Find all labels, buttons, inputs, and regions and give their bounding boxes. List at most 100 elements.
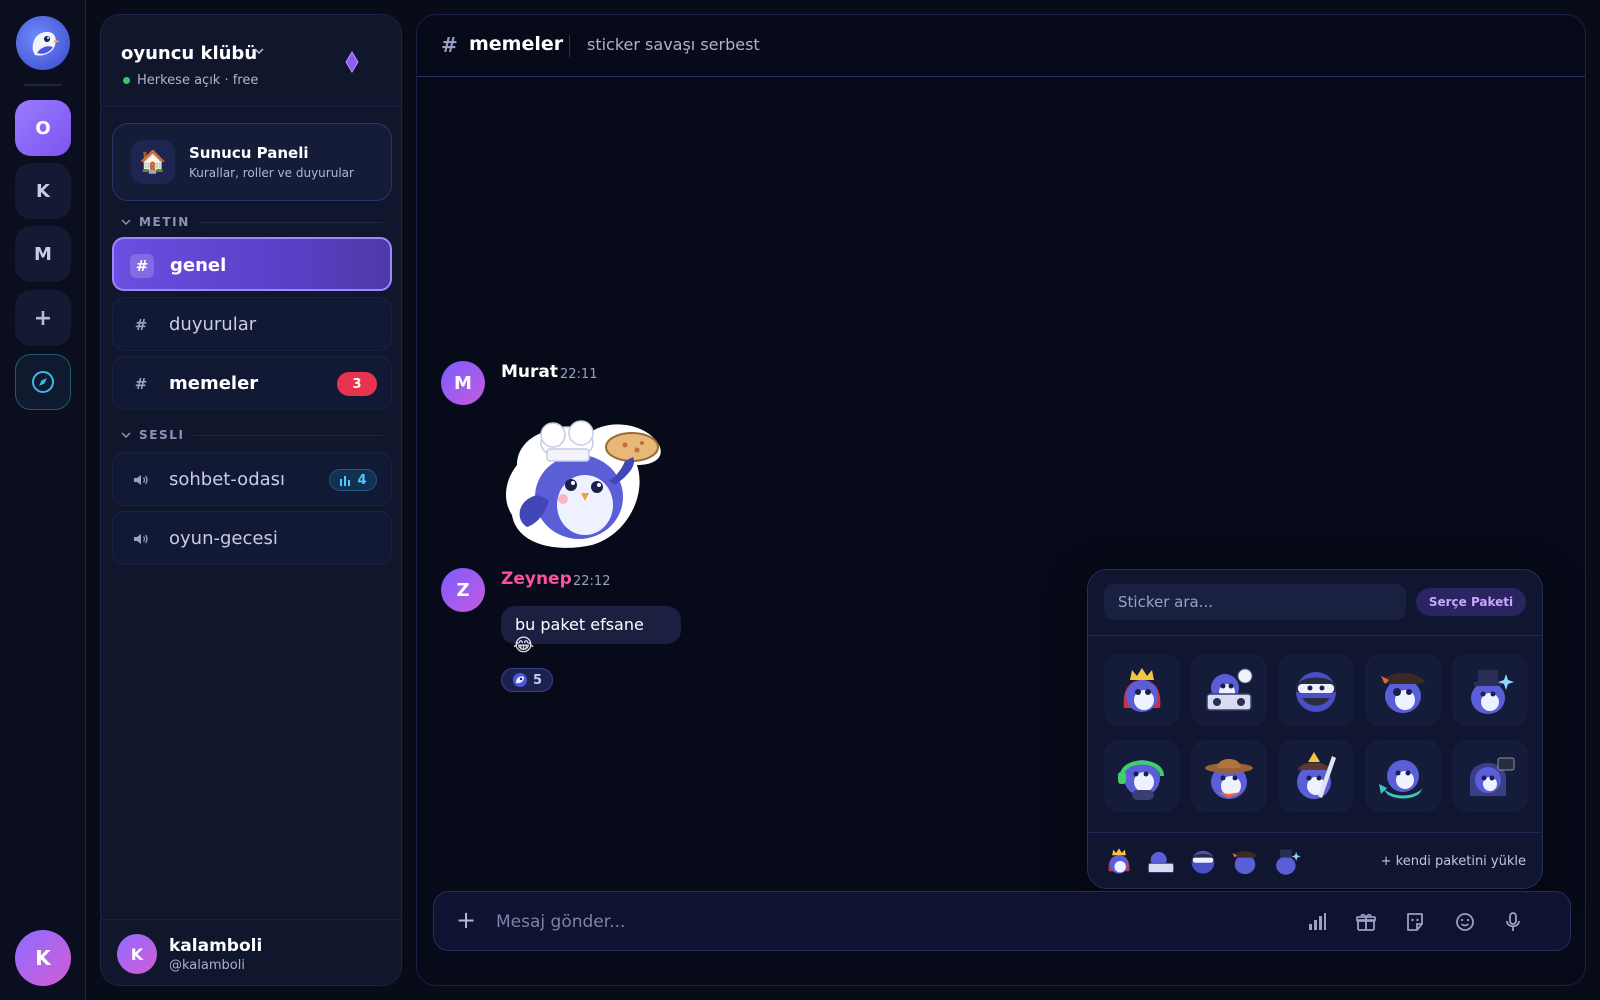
channel-memeler[interactable]: # memeler 3 bbox=[112, 356, 392, 410]
sticker-ninja-bird[interactable] bbox=[1278, 654, 1354, 726]
wizard-bird-icon bbox=[1276, 849, 1301, 875]
plus-icon[interactable]: + bbox=[456, 906, 477, 934]
bird-reaction-icon bbox=[512, 673, 527, 687]
recent-sticker-wizard[interactable] bbox=[1270, 844, 1304, 878]
channel-label: sohbet-odası bbox=[169, 469, 286, 490]
server-header[interactable]: oyuncu klübü Herkese açık · free bbox=[101, 15, 401, 107]
avatar[interactable]: K bbox=[117, 934, 157, 974]
gamer-bird-icon bbox=[1118, 760, 1164, 800]
picker-divider bbox=[1088, 635, 1542, 636]
sticker-pirate-bird[interactable] bbox=[1365, 654, 1441, 726]
user-avatar-rail[interactable]: K bbox=[15, 930, 71, 986]
hacker-bird-icon bbox=[1470, 757, 1515, 796]
message-author[interactable]: Murat bbox=[501, 362, 559, 382]
boost-gem-icon[interactable] bbox=[345, 51, 359, 73]
server-status: Herkese açık · free bbox=[123, 73, 258, 88]
bars-icon bbox=[340, 476, 351, 486]
online-dot-icon bbox=[123, 77, 130, 84]
home-logo-button[interactable] bbox=[16, 16, 70, 70]
server-button-o[interactable]: O bbox=[15, 100, 71, 156]
reaction-pill[interactable]: 5 bbox=[501, 668, 553, 692]
bird-logo-icon bbox=[32, 31, 60, 56]
speaker-icon bbox=[129, 527, 153, 551]
message-author[interactable]: Zeynep bbox=[501, 569, 572, 589]
message-composer: + bbox=[433, 891, 1571, 951]
server-letter: O bbox=[35, 117, 51, 139]
channel-sidebar: oyuncu klübü Herkese açık · free 🏠 Sunuc… bbox=[100, 14, 402, 986]
category-label: METIN bbox=[139, 215, 190, 229]
sticker-pack-tab[interactable]: Serçe Paketi bbox=[1416, 588, 1526, 616]
chevron-down-icon[interactable] bbox=[253, 45, 265, 59]
channel-title: memeler bbox=[469, 33, 564, 55]
upload-pack-link[interactable]: + kendi paketini yükle bbox=[1380, 854, 1526, 869]
category-label: SESLI bbox=[139, 428, 185, 442]
avatar[interactable]: M bbox=[441, 361, 485, 405]
emoji-icon[interactable] bbox=[1454, 911, 1476, 933]
mermaid-bird-icon bbox=[1379, 760, 1423, 799]
voice-channel-sohbet-odasi[interactable]: sohbet-odası 4 bbox=[112, 452, 392, 506]
samurai-bird-icon bbox=[1297, 752, 1336, 799]
sticker-wizard-bird[interactable] bbox=[1452, 654, 1528, 726]
channel-duyurular[interactable]: # duyurular bbox=[112, 297, 392, 351]
sticker-mermaid-bird[interactable] bbox=[1365, 740, 1441, 812]
king-bird-icon bbox=[1108, 848, 1130, 874]
user-bar[interactable]: K kalamboli @kalamboli bbox=[101, 919, 401, 985]
server-letter: M bbox=[34, 243, 52, 265]
king-bird-icon bbox=[1123, 668, 1161, 712]
server-rail: O K M + K bbox=[0, 0, 86, 1000]
server-status-text: Herkese açık · free bbox=[137, 73, 259, 88]
hash-icon: # bbox=[441, 33, 458, 57]
dj-bird-icon bbox=[1206, 668, 1253, 711]
sticker-dj-bird[interactable] bbox=[1191, 654, 1267, 726]
message-input[interactable] bbox=[496, 904, 1276, 940]
recent-sticker-ninja[interactable] bbox=[1186, 844, 1220, 878]
channel-genel[interactable]: # genel bbox=[112, 237, 392, 291]
category-voice[interactable]: SESLI bbox=[121, 428, 383, 442]
category-divider bbox=[197, 221, 383, 223]
panel-subtitle: Kurallar, roller ve duyurular bbox=[189, 166, 354, 180]
gift-icon[interactable] bbox=[1355, 911, 1377, 933]
recent-sticker-dj[interactable] bbox=[1144, 844, 1178, 878]
message-time: 22:11 bbox=[560, 367, 598, 382]
chevron-down-icon bbox=[121, 219, 131, 226]
picker-divider bbox=[1088, 832, 1542, 833]
channel-topic: sticker savaşı serbest bbox=[587, 35, 760, 54]
add-server-button[interactable]: + bbox=[15, 290, 71, 346]
house-icon: 🏠 bbox=[131, 140, 175, 184]
chef-bird-sticker[interactable] bbox=[497, 405, 667, 555]
sticker-cowboy-bird[interactable] bbox=[1191, 740, 1267, 812]
listener-count: 4 bbox=[357, 472, 367, 488]
server-panel-card[interactable]: 🏠 Sunucu Paneli Kurallar, roller ve duyu… bbox=[112, 123, 392, 201]
server-name: oyuncu klübü bbox=[121, 43, 258, 64]
message-bubble: bu paket efsane bbox=[501, 606, 681, 644]
avatar-letter: Z bbox=[456, 579, 470, 601]
explore-button[interactable] bbox=[15, 354, 71, 410]
voice-channel-oyun-gecesi[interactable]: oyun-gecesi bbox=[112, 511, 392, 565]
server-button-m[interactable]: M bbox=[15, 226, 71, 282]
hash-icon: # bbox=[134, 316, 148, 334]
category-text[interactable]: METIN bbox=[121, 215, 383, 229]
rail-separator bbox=[24, 84, 62, 86]
microphone-icon[interactable] bbox=[1502, 911, 1524, 933]
laughing-emoji-icon: 😂 bbox=[513, 635, 535, 656]
sticker-picker: Serçe Paketi bbox=[1087, 569, 1543, 889]
sticker-search-input[interactable] bbox=[1104, 584, 1406, 620]
sticker-gamer-bird[interactable] bbox=[1104, 740, 1180, 812]
cowboy-bird-icon bbox=[1205, 759, 1253, 799]
chat-main: # memeler sticker savaşı serbest M Murat… bbox=[416, 14, 1586, 986]
avatar[interactable]: Z bbox=[441, 568, 485, 612]
poll-icon[interactable] bbox=[1306, 911, 1328, 933]
recent-sticker-pirate[interactable] bbox=[1228, 844, 1262, 878]
chevron-down-icon bbox=[121, 432, 131, 439]
sticker-king-bird[interactable] bbox=[1104, 654, 1180, 726]
channel-label: memeler bbox=[169, 373, 259, 394]
server-button-k[interactable]: K bbox=[15, 163, 71, 219]
channel-header: # memeler sticker savaşı serbest bbox=[417, 15, 1585, 77]
avatar-letter: K bbox=[35, 946, 51, 970]
recent-sticker-king[interactable] bbox=[1102, 844, 1136, 878]
sticker-hacker-bird[interactable] bbox=[1452, 740, 1528, 812]
user-handle: @kalamboli bbox=[169, 958, 245, 973]
sticker-icon[interactable] bbox=[1404, 911, 1426, 933]
sticker-samurai-bird[interactable] bbox=[1278, 740, 1354, 812]
ninja-bird-icon bbox=[1296, 672, 1336, 712]
